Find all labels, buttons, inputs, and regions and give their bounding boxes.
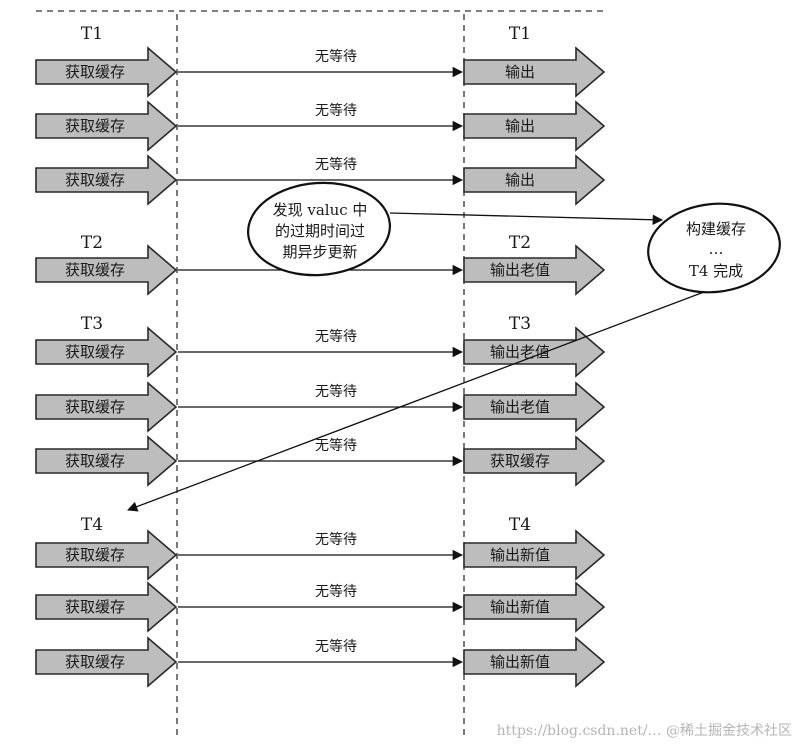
fetch-cache-arrow <box>35 581 178 633</box>
time-label-right: T3 <box>509 314 531 334</box>
fetch-cache-label: 获取缓存 <box>65 171 125 189</box>
no-wait-label: 无等待 <box>315 638 357 655</box>
detect-expiry-bubble: 发现 valuc 中 的过期时间过 期异步更新 <box>247 181 391 277</box>
output-label: 获取缓存 <box>490 452 550 470</box>
rebuild-bubble-line-2: … <box>709 240 724 258</box>
time-label-right: T2 <box>509 233 531 253</box>
fetch-cache-arrow <box>35 46 178 98</box>
fetch-cache-label: 获取缓存 <box>65 343 125 361</box>
output-arrow <box>463 154 606 206</box>
output-arrow <box>463 381 606 433</box>
no-wait-label: 无等待 <box>315 583 357 600</box>
output-arrow <box>463 244 606 296</box>
no-wait-label: 无等待 <box>315 531 357 548</box>
fetch-cache-label: 获取缓存 <box>65 117 125 135</box>
output-label: 输出新值 <box>490 546 550 564</box>
output-label: 输出 <box>505 171 535 189</box>
rebuild-cache-bubble: 构建缓存 … T4 完成 <box>647 202 781 294</box>
time-label-right: T1 <box>509 24 531 44</box>
fetch-cache-label: 获取缓存 <box>65 63 125 81</box>
time-label-right: T4 <box>509 515 531 535</box>
output-arrow <box>463 636 606 688</box>
detect-bubble-line-2: 的过期时间过 <box>275 222 365 240</box>
fetch-cache-arrow <box>35 529 178 581</box>
fetch-cache-arrow <box>35 435 178 487</box>
detect-bubble-line-1: 发现 valuc 中 <box>273 201 368 219</box>
fetch-cache-arrow <box>35 636 178 688</box>
fetch-cache-arrow <box>35 100 178 152</box>
output-label: 输出老值 <box>490 261 550 279</box>
fetch-cache-label: 获取缓存 <box>65 598 125 616</box>
output-arrow <box>463 100 606 152</box>
output-label: 输出新值 <box>490 598 550 616</box>
fetch-cache-arrow <box>35 381 178 433</box>
fetch-cache-label: 获取缓存 <box>65 653 125 671</box>
output-arrow <box>463 581 606 633</box>
output-label: 输出老值 <box>490 343 550 361</box>
time-label-left: T2 <box>81 233 103 253</box>
output-label: 输出新值 <box>490 653 550 671</box>
rebuild-bubble-line-3: T4 完成 <box>689 262 743 280</box>
fetch-cache-arrow <box>35 326 178 378</box>
output-arrow <box>463 326 606 378</box>
time-label-left: T1 <box>81 24 103 44</box>
fetch-cache-label: 获取缓存 <box>65 546 125 564</box>
async-trigger-arrow <box>389 212 664 225</box>
no-wait-label: 无等待 <box>315 328 357 345</box>
time-label-left: T4 <box>81 515 103 535</box>
no-wait-label: 无等待 <box>315 102 357 119</box>
output-label: 输出 <box>505 63 535 81</box>
output-label: 输出 <box>505 117 535 135</box>
output-arrow <box>463 529 606 581</box>
fetch-cache-arrow <box>35 244 178 296</box>
fetch-cache-arrow <box>35 154 178 206</box>
output-arrow <box>463 435 606 487</box>
fetch-cache-label: 获取缓存 <box>65 398 125 416</box>
rebuild-complete-arrow <box>127 291 705 512</box>
detect-bubble-line-3: 期异步更新 <box>282 243 357 261</box>
time-label-left: T3 <box>81 314 103 334</box>
no-wait-label: 无等待 <box>315 383 357 400</box>
rebuild-bubble-line-1: 构建缓存 <box>686 220 746 238</box>
no-wait-label: 无等待 <box>315 156 357 173</box>
fetch-cache-label: 获取缓存 <box>65 452 125 470</box>
no-wait-label: 无等待 <box>315 437 357 454</box>
output-arrow <box>463 46 606 98</box>
watermark: https://blog.csdn.net/… @稀土掘金技术社区 <box>497 723 792 739</box>
fetch-cache-label: 获取缓存 <box>65 261 125 279</box>
no-wait-label: 无等待 <box>315 48 357 65</box>
output-label: 输出老值 <box>490 398 550 416</box>
